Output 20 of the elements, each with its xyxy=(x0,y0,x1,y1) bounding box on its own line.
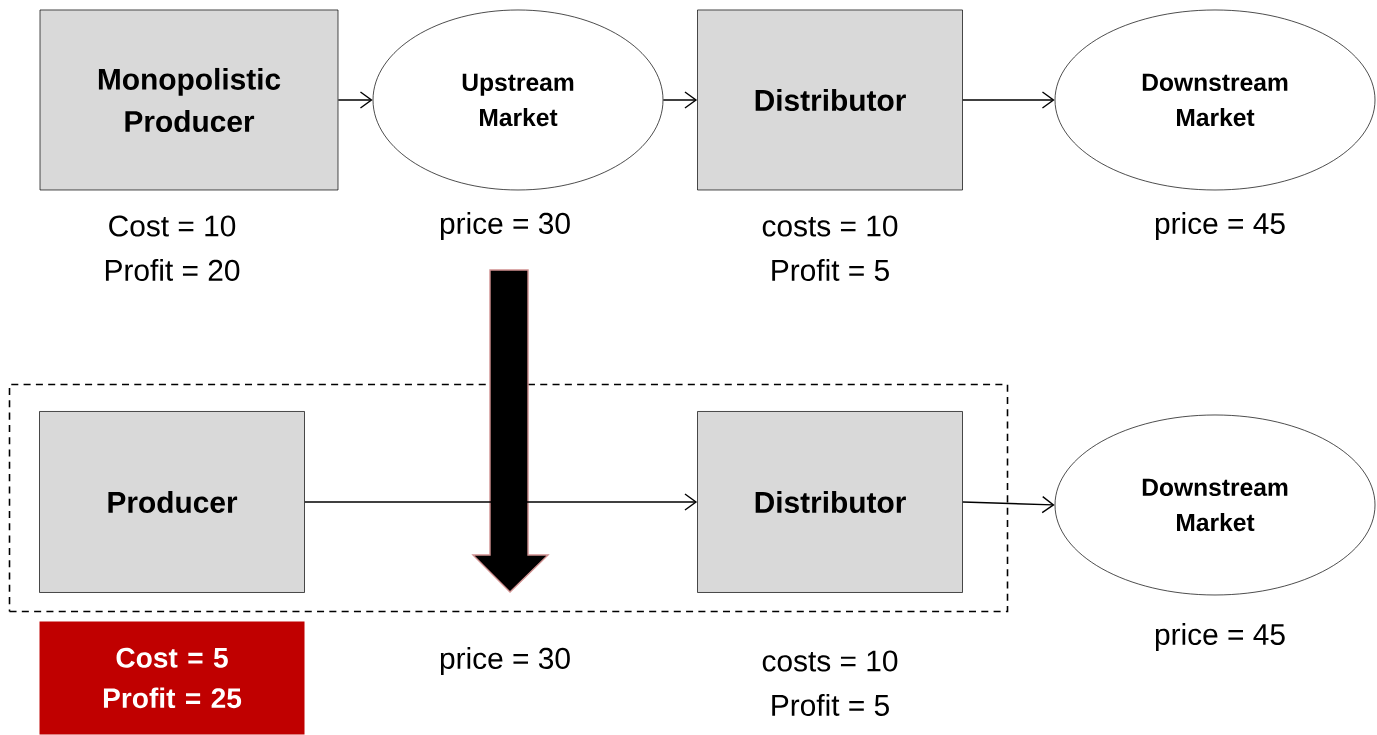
value-text: costs = 10 xyxy=(762,650,898,672)
arrow xyxy=(337,91,373,109)
value-text: Profit = 5 xyxy=(772,694,889,716)
arrow xyxy=(962,91,1055,109)
arrow xyxy=(962,495,1055,514)
process-box: Monopolistic Producer xyxy=(39,9,339,191)
process-box: Distributor xyxy=(697,9,963,191)
value-text: price = 45 xyxy=(1155,623,1285,651)
value-text: Profit = 5 xyxy=(772,259,889,281)
arrow xyxy=(662,91,698,109)
process-box: Producer xyxy=(39,411,305,593)
value-text: Cost = 10 xyxy=(109,215,236,237)
value-text: price = 30 xyxy=(440,212,570,240)
arrow xyxy=(304,493,698,511)
highlight-box: Cost = 5 Profit = 25 xyxy=(39,621,305,735)
value-text: price = 30 xyxy=(440,647,570,675)
value-text: costs = 10 xyxy=(762,215,898,237)
value-text: price = 45 xyxy=(1155,212,1285,240)
process-box: Distributor xyxy=(697,411,963,593)
value-text: Profit = 20 xyxy=(105,259,240,281)
